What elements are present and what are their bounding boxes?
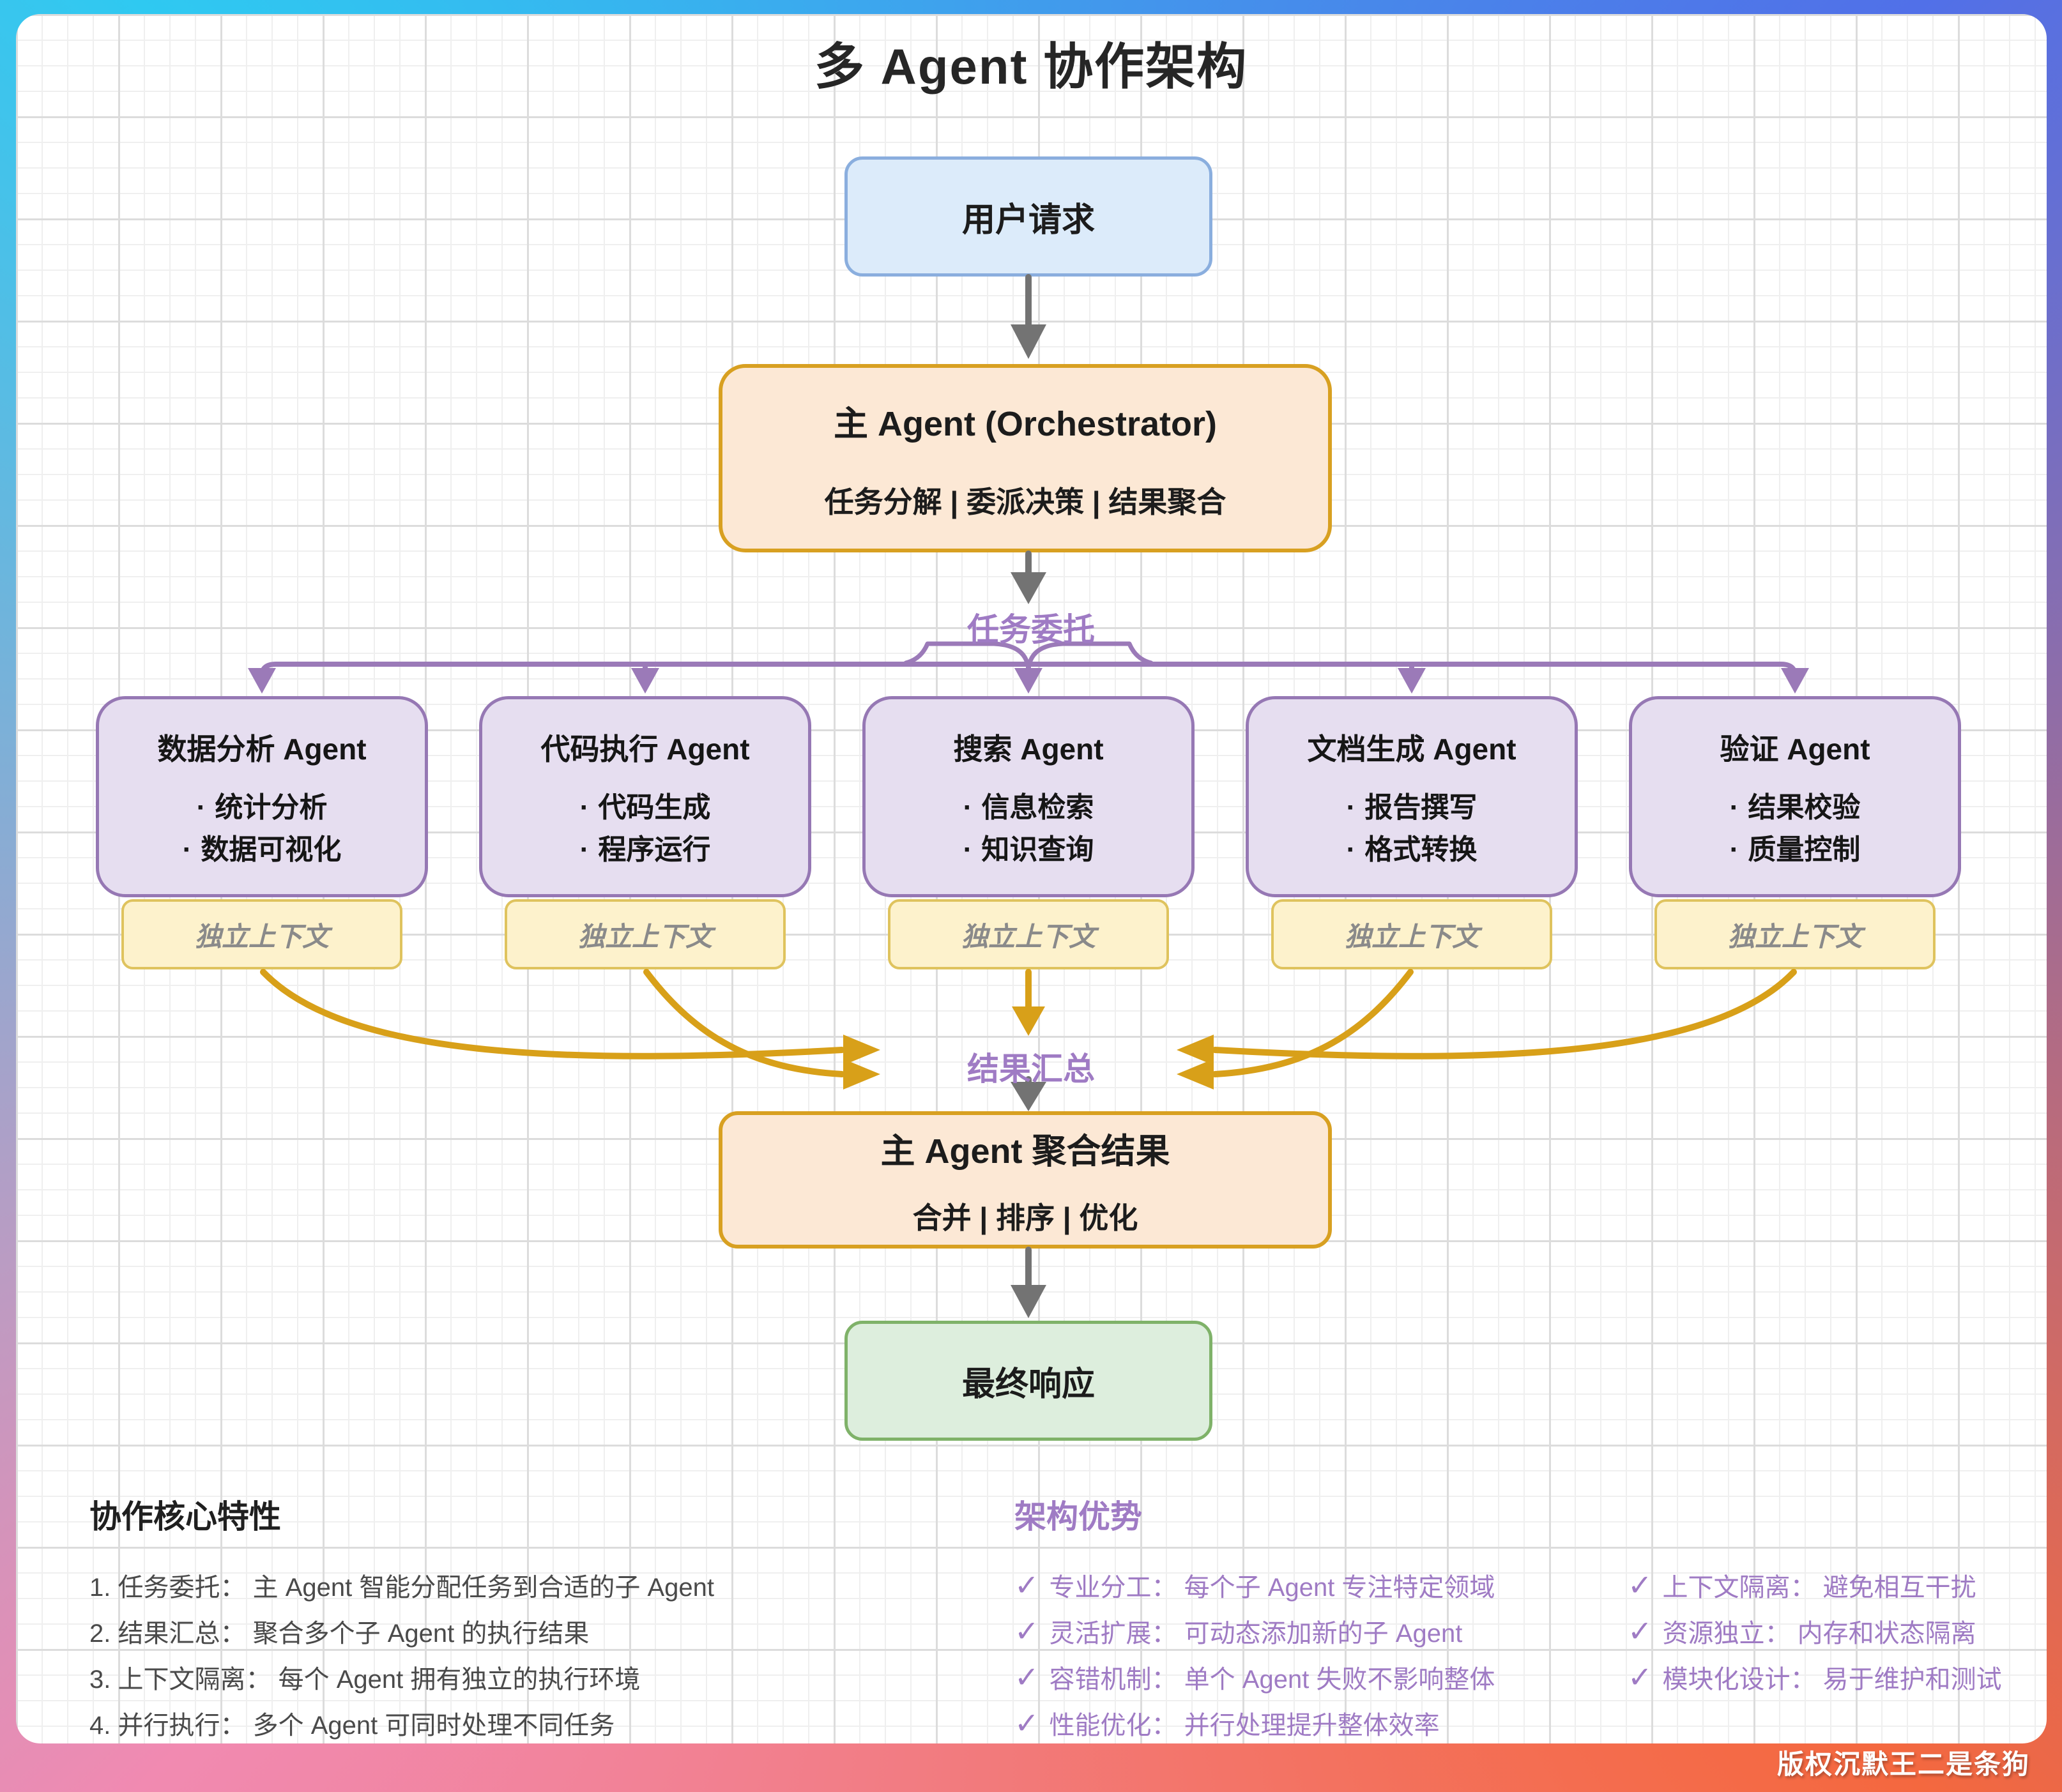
- agent-capability: 统计分析: [215, 791, 328, 823]
- context-tag: 独立上下文: [121, 899, 402, 969]
- orchestrator-subtitle: 任务分解 | 委派决策 | 结果聚合: [824, 485, 1226, 519]
- fanout-arrowhead: [631, 668, 659, 694]
- page-title: 多 Agent 协作架构: [814, 38, 1248, 95]
- watermark: 版权沉默王二是条狗: [1776, 1749, 2030, 1779]
- agent-box: 代码执行 Agent ·代码生成 ·程序运行: [479, 696, 811, 897]
- agent-capability: 程序运行: [598, 833, 711, 865]
- arrow-aggregator-to-final: [1011, 1247, 1046, 1318]
- node-aggregator: 主 Agent 聚合结果 合并 | 排序 | 优化: [719, 1111, 1332, 1249]
- agent-capability: 信息检索: [981, 791, 1094, 823]
- delegation-label: 任务委托: [967, 612, 1095, 648]
- bullet-dot: ·: [963, 833, 973, 865]
- agent-capability: 质量控制: [1748, 833, 1861, 865]
- advantage-item: ✓灵活扩展： 可动态添加新的子 Agent: [1014, 1614, 1463, 1648]
- agent-card-doc-generation: 文档生成 Agent ·报告撰写 ·格式转换 独立上下文: [1246, 696, 1578, 969]
- advantages-section-col2: ✓上下文隔离： 避免相互干扰 ✓资源独立： 内存和状态隔离 ✓模块化设计： 易于…: [1628, 1497, 2002, 1700]
- aggregator-title: 主 Agent 聚合结果: [880, 1132, 1170, 1171]
- advantage-item: ✓性能优化： 并行处理提升整体效率: [1014, 1706, 1440, 1740]
- agent-capability: 数据可视化: [201, 833, 342, 865]
- features-heading: 协作核心特性: [89, 1499, 281, 1535]
- agent-capability: 结果校验: [1748, 791, 1861, 823]
- agent-title: 文档生成 Agent: [1307, 732, 1516, 766]
- bullet-dot: ·: [579, 791, 590, 823]
- bullet-dot: ·: [579, 833, 590, 865]
- agent-capabilities: ·代码生成 ·程序运行: [580, 790, 711, 868]
- agent-title: 搜索 Agent: [953, 732, 1104, 766]
- advantage-item: ✓上下文隔离： 避免相互干扰: [1628, 1568, 1976, 1602]
- context-tag: 独立上下文: [888, 899, 1169, 969]
- bullet-dot: ·: [182, 833, 192, 865]
- agent-card-code-execution: 代码执行 Agent ·代码生成 ·程序运行 独立上下文: [479, 696, 811, 969]
- advantage-item: ✓资源独立： 内存和状态隔离: [1628, 1614, 1976, 1648]
- node-user-request: 用户请求: [844, 156, 1212, 277]
- features-section: 协作核心特性 1. 任务委托： 主 Agent 智能分配任务到合适的子 Agen…: [89, 1497, 714, 1746]
- feature-item: 4. 并行执行： 多个 Agent 可同时处理不同任务: [89, 1712, 615, 1740]
- agent-box: 数据分析 Agent · 统计分析 · 数据可视化: [96, 696, 428, 897]
- node-orchestrator: 主 Agent (Orchestrator) 任务分解 | 委派决策 | 结果聚…: [719, 364, 1332, 552]
- check-icon: ✓: [1014, 1614, 1039, 1648]
- check-icon: ✓: [1628, 1614, 1653, 1648]
- bullet-dot: ·: [963, 791, 973, 823]
- advantage-item: ✓模块化设计： 易于维护和测试: [1628, 1660, 2002, 1694]
- context-tag: 独立上下文: [1271, 899, 1552, 969]
- agent-capability: 知识查询: [981, 833, 1094, 865]
- context-tag: 独立上下文: [1654, 899, 1936, 969]
- orchestrator-title: 主 Agent (Orchestrator): [833, 405, 1218, 443]
- advantage-item: ✓容错机制： 单个 Agent 失败不影响整体: [1014, 1660, 1495, 1694]
- agent-capability: 报告撰写: [1364, 791, 1478, 823]
- context-tag: 独立上下文: [505, 899, 786, 969]
- fanout-arrowhead: [1398, 668, 1426, 694]
- fanout-arrowhead: [248, 668, 276, 694]
- node-final-response: 最终响应: [844, 1321, 1212, 1441]
- check-icon: ✓: [1014, 1706, 1039, 1740]
- bullet-dot: ·: [1346, 791, 1356, 823]
- agent-title: 代码执行 Agent: [540, 732, 750, 766]
- agent-capabilities: · 结果校验 · 质量控制: [1730, 790, 1861, 868]
- agent-box: 文档生成 Agent ·报告撰写 ·格式转换: [1246, 696, 1578, 897]
- agent-title: 验证 Agent: [1720, 732, 1870, 766]
- aggregator-subtitle: 合并 | 排序 | 优化: [912, 1201, 1138, 1234]
- agent-card-data-analysis: 数据分析 Agent · 统计分析 · 数据可视化 独立上下文: [96, 696, 428, 969]
- summary-label: 结果汇总: [967, 1051, 1095, 1087]
- agent-capability: 格式转换: [1364, 833, 1478, 865]
- agent-capabilities: · 统计分析 · 数据可视化: [183, 790, 342, 868]
- agent-capability: 代码生成: [598, 791, 711, 823]
- check-icon: ✓: [1014, 1568, 1039, 1602]
- fanout-arrowhead: [1014, 668, 1042, 694]
- bullet-dot: ·: [1729, 791, 1739, 823]
- agent-card-validation: 验证 Agent · 结果校验 · 质量控制 独立上下文: [1629, 696, 1961, 969]
- advantages-heading: 架构优势: [1014, 1499, 1142, 1535]
- fanout-connector: [248, 641, 1809, 694]
- advantage-item: ✓专业分工： 每个子 Agent 专注特定领域: [1014, 1568, 1495, 1602]
- agent-box: 搜索 Agent ·信息检索 ·知识查询: [862, 696, 1195, 897]
- feature-item: 1. 任务委托： 主 Agent 智能分配任务到合适的子 Agent: [89, 1574, 714, 1602]
- node-user-request-label: 用户请求: [961, 201, 1095, 239]
- check-icon: ✓: [1628, 1660, 1653, 1694]
- check-icon: ✓: [1014, 1660, 1039, 1694]
- agent-capabilities: ·报告撰写 ·格式转换: [1347, 790, 1478, 868]
- advantages-section: 架构优势 ✓专业分工： 每个子 Agent 专注特定领域 ✓灵活扩展： 可动态添…: [1014, 1497, 1495, 1746]
- feature-item: 3. 上下文隔离： 每个 Agent 拥有独立的执行环境: [89, 1666, 641, 1694]
- arrow-user-to-orchestrator: [1011, 274, 1046, 359]
- agent-card-search: 搜索 Agent ·信息检索 ·知识查询 独立上下文: [862, 696, 1195, 969]
- bullet-dot: ·: [1346, 833, 1356, 865]
- agent-box: 验证 Agent · 结果校验 · 质量控制: [1629, 696, 1961, 897]
- check-icon: ✓: [1628, 1568, 1653, 1602]
- agent-capabilities: ·信息检索 ·知识查询: [963, 790, 1094, 868]
- bullet-dot: ·: [196, 791, 206, 823]
- node-final-response-label: 最终响应: [961, 1365, 1095, 1403]
- feature-item: 2. 结果汇总： 聚合多个子 Agent 的执行结果: [89, 1620, 590, 1648]
- arrow-orchestrator-to-delegation: [1011, 551, 1046, 604]
- bullet-dot: ·: [1729, 833, 1739, 865]
- agent-title: 数据分析 Agent: [157, 732, 367, 766]
- fanout-arrowhead: [1781, 668, 1809, 694]
